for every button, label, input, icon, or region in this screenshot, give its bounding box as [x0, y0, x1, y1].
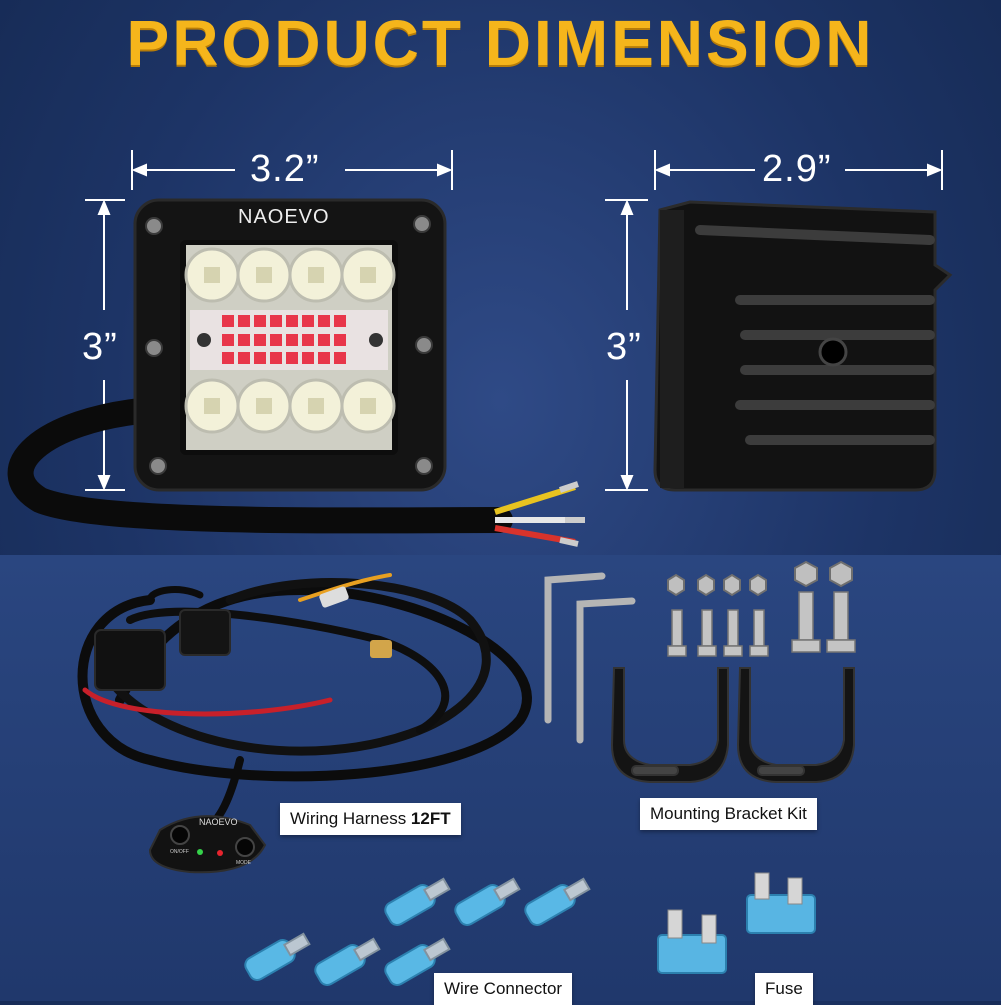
wiring-harness — [77, 573, 532, 834]
switch: NAOEVO ON/OFF MODE — [148, 815, 267, 874]
wiring-harness-caption-text: Wiring Harness — [290, 809, 411, 828]
page-title: PRODUCT DIMENSION — [126, 7, 875, 79]
bolt — [667, 591, 856, 657]
switch-mode-label: MODE — [236, 860, 252, 866]
wiring-harness-caption: Wiring Harness 12FT — [280, 803, 461, 835]
mounting-bracket — [610, 667, 855, 783]
light-pod-side — [653, 200, 953, 492]
pod-cable — [7, 397, 585, 547]
front-width-label: 3.2” — [250, 148, 320, 190]
nut — [667, 560, 853, 597]
switch-brand-label: NAOEVO — [199, 817, 238, 827]
light-pod-front — [133, 198, 447, 492]
wire-connector-caption: Wire Connector — [434, 973, 573, 1005]
side-height-label: 3” — [606, 326, 642, 368]
side-depth-label: 2.9” — [762, 148, 832, 190]
wiring-harness-caption-length: 12FT — [410, 809, 451, 828]
blade-fuse — [657, 872, 816, 974]
front-height-label: 3” — [82, 326, 118, 368]
wire-connector — [244, 877, 591, 986]
brand-logo: NAOEVO — [238, 206, 330, 228]
bracket-kit-caption: Mounting Bracket Kit — [640, 798, 817, 830]
allen-key — [544, 572, 636, 744]
switch-onoff-label: ON/OFF — [170, 849, 189, 855]
dimension-lines — [85, 150, 943, 491]
fuse-caption: Fuse — [755, 973, 813, 1005]
